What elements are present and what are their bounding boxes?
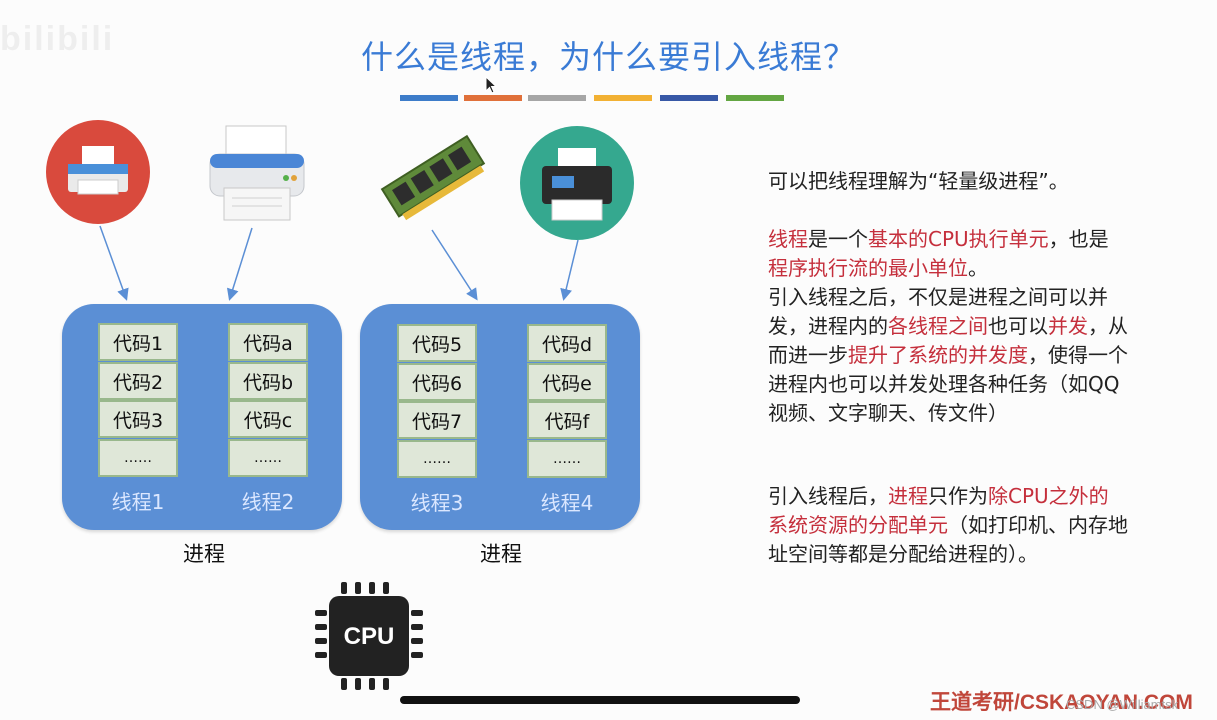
- cpu-chip-icon: CPU: [315, 582, 423, 690]
- side-paragraph-2: 线程是一个基本的CPU执行单元，也是程序执行流的最小单位。: [768, 225, 1128, 283]
- text: 引入线程之后，不仅是进程之间可以并发，进程内的: [768, 285, 1108, 338]
- color-bar-segment: [464, 95, 522, 101]
- text: 也可以: [988, 314, 1048, 338]
- highlight-text: 线程: [768, 227, 808, 251]
- thread-label: 线程2: [241, 490, 295, 514]
- highlight-text: 提升了系统的并发度: [848, 343, 1028, 367]
- code-cell: 代码d: [527, 324, 607, 362]
- code-cell: 代码7: [397, 401, 477, 439]
- side-paragraph-3: 引入线程之后，不仅是进程之间可以并发，进程内的各线程之间也可以并发，从而进一步提…: [768, 283, 1128, 428]
- code-cell: 代码2: [98, 362, 178, 400]
- text: ，也是: [1048, 227, 1109, 251]
- code-cell: 代码c: [228, 400, 308, 438]
- code-cell: 代码6: [397, 363, 477, 401]
- color-bar-segment: [726, 95, 784, 101]
- color-bar-segment: [528, 95, 586, 101]
- code-cell: ……: [228, 439, 308, 477]
- code-cell: 代码e: [527, 363, 607, 401]
- thread-label: 线程4: [540, 491, 594, 515]
- text: 只作为: [928, 484, 988, 508]
- cpu-label: CPU: [344, 623, 395, 650]
- code-cell: 代码f: [527, 401, 607, 439]
- highlight-text: 并发: [1048, 314, 1088, 338]
- text: ，使得一个进程内也可以并发处理各种任务（如QQ视频、文字聊天、传文件）: [768, 343, 1128, 425]
- text: ，从而进一步: [768, 314, 1128, 367]
- process-label: 进程: [183, 542, 225, 566]
- text: （如打印机、内存地址空间等都是分配给进程的）。: [768, 513, 1128, 566]
- printer-teal-icon: [520, 126, 634, 240]
- text: 。: [968, 256, 988, 280]
- color-bar-segment: [400, 95, 458, 101]
- highlight-text: 进程: [888, 484, 928, 508]
- code-cell: 代码a: [228, 323, 308, 361]
- process-label: 进程: [480, 542, 522, 566]
- code-cell: 代码3: [98, 400, 178, 438]
- code-cell: 代码b: [228, 362, 308, 400]
- code-cell: ……: [397, 440, 477, 478]
- printer-red-icon: [46, 120, 150, 224]
- printer-gray-icon: [209, 125, 305, 221]
- code-cell: ……: [527, 440, 607, 478]
- code-cell: 代码1: [98, 323, 178, 361]
- mouse-cursor-icon: [485, 76, 498, 94]
- text: 是一个: [808, 227, 868, 251]
- slide-title: 什么是线程，为什么要引入线程？: [360, 38, 856, 76]
- side-paragraph-1: 可以把线程理解为“轻量级进程”。: [768, 167, 1128, 196]
- thread-label: 线程3: [410, 491, 464, 515]
- bilibili-watermark: bilibili: [0, 20, 115, 58]
- thread-label: 线程1: [111, 490, 165, 514]
- highlight-text: 各线程之间: [888, 314, 988, 338]
- color-bar-segment: [660, 95, 718, 101]
- code-cell: ……: [98, 439, 178, 477]
- memory-ram-icon: [380, 134, 486, 221]
- csdn-watermark: CSDN @Williamtsk: [1066, 697, 1179, 712]
- text: 引入线程后，: [768, 484, 888, 508]
- video-progress-bar[interactable]: [400, 696, 800, 704]
- text: 可以把线程理解为“轻量级进程”。: [768, 169, 1069, 193]
- code-cell: 代码5: [397, 324, 477, 362]
- highlight-text: 程序执行流的最小单位: [768, 256, 968, 280]
- highlight-text: 除CPU之外的系统资源的分配单元: [768, 484, 1109, 537]
- highlight-text: 基本的CPU执行单元: [868, 227, 1049, 251]
- color-bar-segment: [594, 95, 652, 101]
- brand-watermark: 王道考研/CSKAOYAN.COM: [930, 691, 1193, 714]
- side-paragraph-4: 引入线程后，进程只作为除CPU之外的系统资源的分配单元（如打印机、内存地址空间等…: [768, 482, 1128, 569]
